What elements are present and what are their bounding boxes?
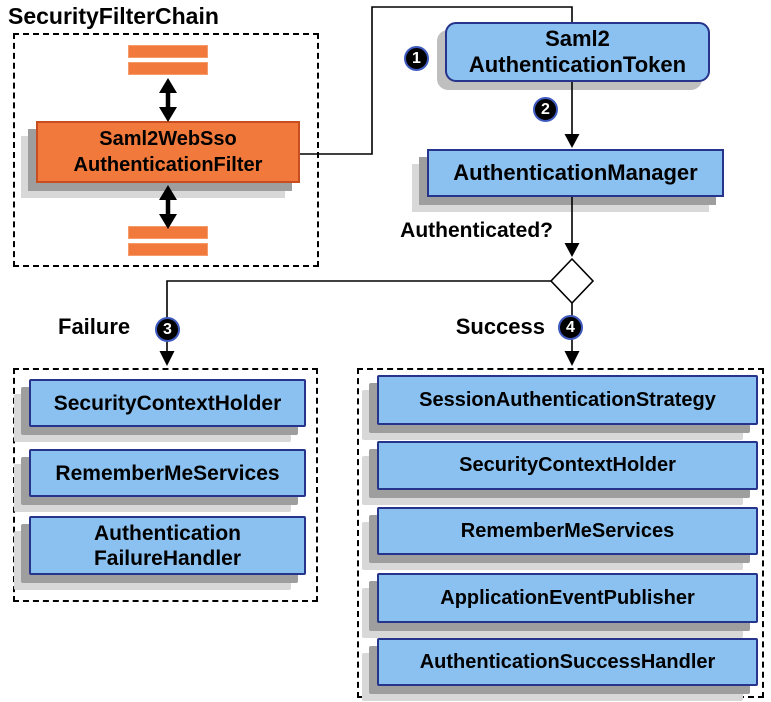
item-label: SessionAuthenticationStrategy [419, 388, 716, 411]
item-label: SecurityContextHolder [459, 454, 676, 476]
filter-stack-bar [128, 62, 208, 75]
item-label: ApplicationEventPublisher [440, 586, 695, 609]
manager-label: AuthenticationManager [453, 160, 698, 185]
item-label: FailureHandler [93, 546, 242, 570]
failure-handlers-box [13, 368, 318, 602]
security-filter-chain-title: SecurityFilterChain [8, 3, 219, 29]
remember-me-services-success-box: RememberMeServices [377, 507, 758, 555]
authenticated-question-label: Authenticated? [400, 219, 553, 242]
token-label-line1: Saml2 [545, 26, 610, 51]
security-context-holder-success-box: SecurityContextHolder [377, 441, 758, 490]
item-label: Authentication [94, 521, 241, 545]
authentication-success-handler-box: AuthenticationSuccessHandler [377, 638, 758, 686]
item-label: RememberMeServices [55, 461, 280, 485]
failure-label: Failure [58, 314, 131, 339]
session-authentication-strategy-box: SessionAuthenticationStrategy [377, 375, 758, 425]
success-handlers-box [357, 368, 764, 698]
item-label: AuthenticationSuccessHandler [419, 650, 716, 673]
saml2-web-sso-authentication-filter-box: Saml2WebSso AuthenticationFilter [36, 121, 300, 183]
saml2-authentication-token-box: Saml2 AuthenticationToken [445, 22, 710, 82]
remember-me-services-failure-box: RememberMeServices [29, 449, 306, 497]
success-label: Success [455, 314, 545, 339]
decision-diamond [549, 257, 595, 305]
token-label-line2: AuthenticationToken [468, 52, 687, 77]
security-context-holder-failure-box: SecurityContextHolder [29, 379, 306, 427]
token-to-manager-arrow [564, 82, 580, 148]
filter-stack-bar [128, 45, 208, 58]
filter-label-line2: AuthenticationFilter [73, 154, 263, 176]
filter-label-line1: Saml2WebSso [99, 128, 237, 150]
filter-stack-bar [128, 243, 208, 256]
step-1-badge: 1 [404, 46, 429, 71]
step-2-badge: 2 [533, 97, 558, 122]
authentication-failure-handler-box: Authentication FailureHandler [29, 516, 306, 575]
item-label: RememberMeServices [460, 519, 675, 542]
manager-to-diamond-arrow [564, 197, 580, 257]
filter-stack-bar [128, 226, 208, 239]
step-4-badge: 4 [558, 315, 583, 340]
step-3-badge: 3 [155, 317, 180, 342]
application-event-publisher-box: ApplicationEventPublisher [377, 573, 758, 623]
authentication-manager-box: AuthenticationManager [427, 149, 724, 197]
item-label: SecurityContextHolder [53, 391, 282, 415]
